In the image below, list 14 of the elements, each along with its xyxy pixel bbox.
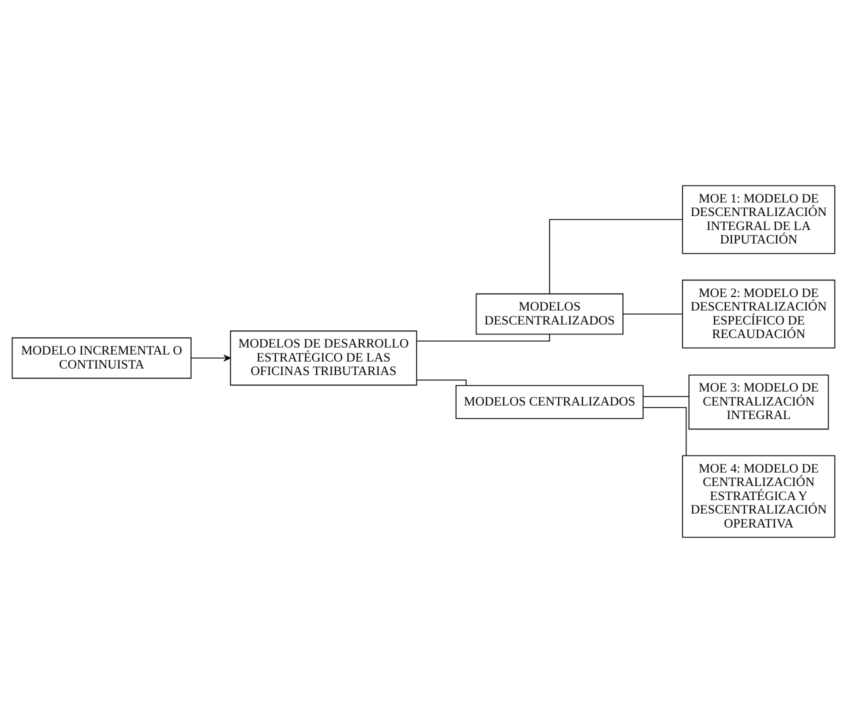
arrow <box>190 354 231 362</box>
node-box: MOE 1: MODELO DE DESCENTRALIZACIÓN INTEGRAL DE LA DIPUTACIÓN <box>682 185 836 254</box>
connector <box>642 396 690 398</box>
node-box: MODELOS CENTRALIZADOS <box>456 385 644 420</box>
node-box: MODELO INCREMENTAL O CONTINUISTA <box>12 337 192 379</box>
node-box: MOE 3: MODELO DE CENTRALIZACIÓN INTEGRAL <box>688 374 829 430</box>
connector <box>416 334 550 342</box>
connector <box>416 380 467 386</box>
connector <box>549 219 683 294</box>
connector <box>642 407 687 456</box>
node-box: MOE 2: MODELO DE DESCENTRALIZACIÓN ESPECÍFICO DE RECAUDACIÓN <box>682 280 836 348</box>
node-box: MODELOS DESCENTRALIZADOS <box>476 293 624 335</box>
node-box: MOE 4: MODELO DE CENTRALIZACIÓN ESTRATÉGICA Y DESCENTRALIZACIÓN OPERATIVA <box>682 455 836 538</box>
node-box: MODELOS DE DESARROLLO ESTRATÉGICO DE LAS OFICINAS TRIBUTARIAS <box>230 330 418 386</box>
